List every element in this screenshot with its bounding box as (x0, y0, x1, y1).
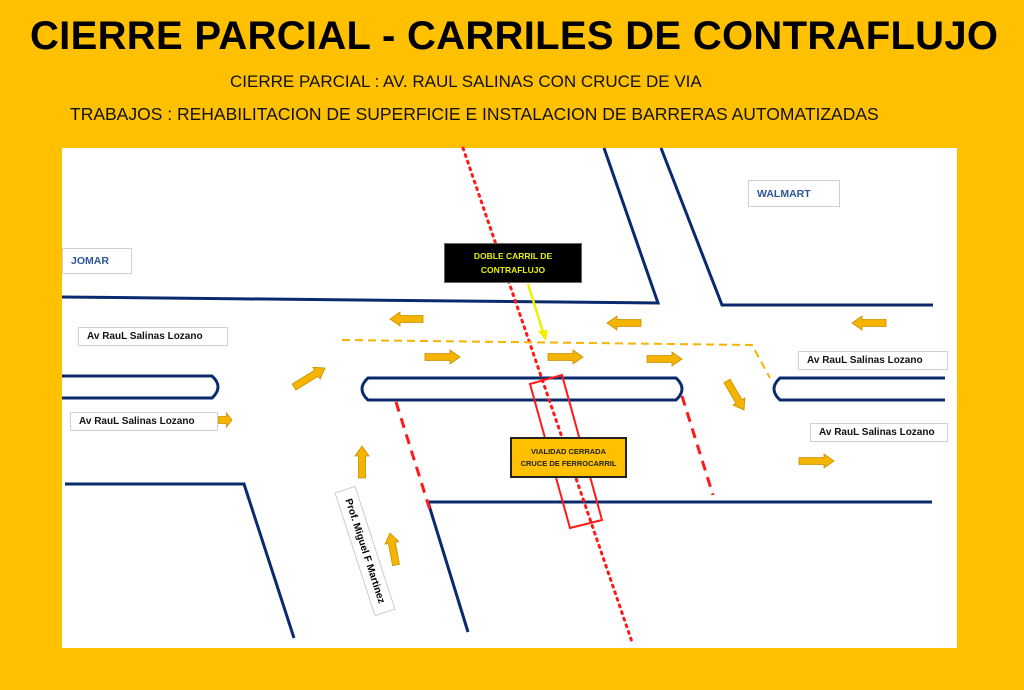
contraflow-line2: CONTRAFLUJO (480, 265, 546, 275)
traffic-arrow-icon (384, 532, 400, 567)
contraflow-divider (341, 339, 771, 379)
traffic-arrow-icon (646, 351, 683, 367)
road-edge-top-left (61, 147, 661, 305)
traffic-arrow-icon (354, 445, 370, 479)
closed-area (528, 373, 604, 530)
median-center (360, 376, 684, 402)
street-label-top-right: Av RauL Salinas Lozano (798, 351, 948, 370)
closed-road-callout: VIALIDAD CERRADA CRUCE DE FERROCARRIL (510, 437, 627, 478)
traffic-arrow-icon (424, 349, 461, 365)
traffic-arrow-icon (291, 366, 326, 391)
road-edge-bottom-right (425, 500, 932, 633)
landmark-jomar: JOMAR (62, 248, 132, 274)
street-label-bottom-left: Av RauL Salinas Lozano (70, 412, 218, 431)
street-label-top-left: Av RauL Salinas Lozano (78, 327, 228, 346)
traffic-arrow-icon (606, 315, 642, 331)
contraflow-line1: DOBLE CARRIL DE (473, 251, 553, 261)
closure-line-west (394, 401, 432, 511)
street-label-bottom-right: Av RauL Salinas Lozano (810, 423, 948, 442)
median-left (62, 374, 220, 400)
closure-line-east (680, 395, 715, 496)
contraflow-callout: DOBLE CARRIL DE CONTRAFLUJO (444, 243, 582, 283)
closed-line2: CRUCE DE FERROCARRIL (520, 458, 617, 468)
works-subtitle: TRABAJOS : REHABILITACION DE SUPERFICIE … (70, 104, 879, 124)
closed-line1: VIALIDAD CERRADA (531, 446, 606, 456)
traffic-arrow-icon (389, 311, 424, 327)
landmark-walmart: WALMART (748, 180, 840, 207)
road-edge-top-right (659, 147, 933, 307)
closure-subtitle: CIERRE PARCIAL : AV. RAUL SALINAS CON CR… (230, 72, 702, 91)
traffic-arrow-icon (798, 453, 835, 469)
pointer-arrow (526, 283, 548, 341)
median-right (772, 376, 945, 402)
railway-line (461, 146, 634, 644)
traffic-arrow-icon (723, 378, 746, 411)
traffic-arrow-icon (851, 315, 887, 331)
road-edge-bottom-left (65, 482, 296, 639)
traffic-arrow-icon (217, 411, 233, 429)
page-title: CIERRE PARCIAL - CARRILES DE CONTRAFLUJO (30, 14, 999, 58)
traffic-arrow-icon (547, 349, 584, 365)
